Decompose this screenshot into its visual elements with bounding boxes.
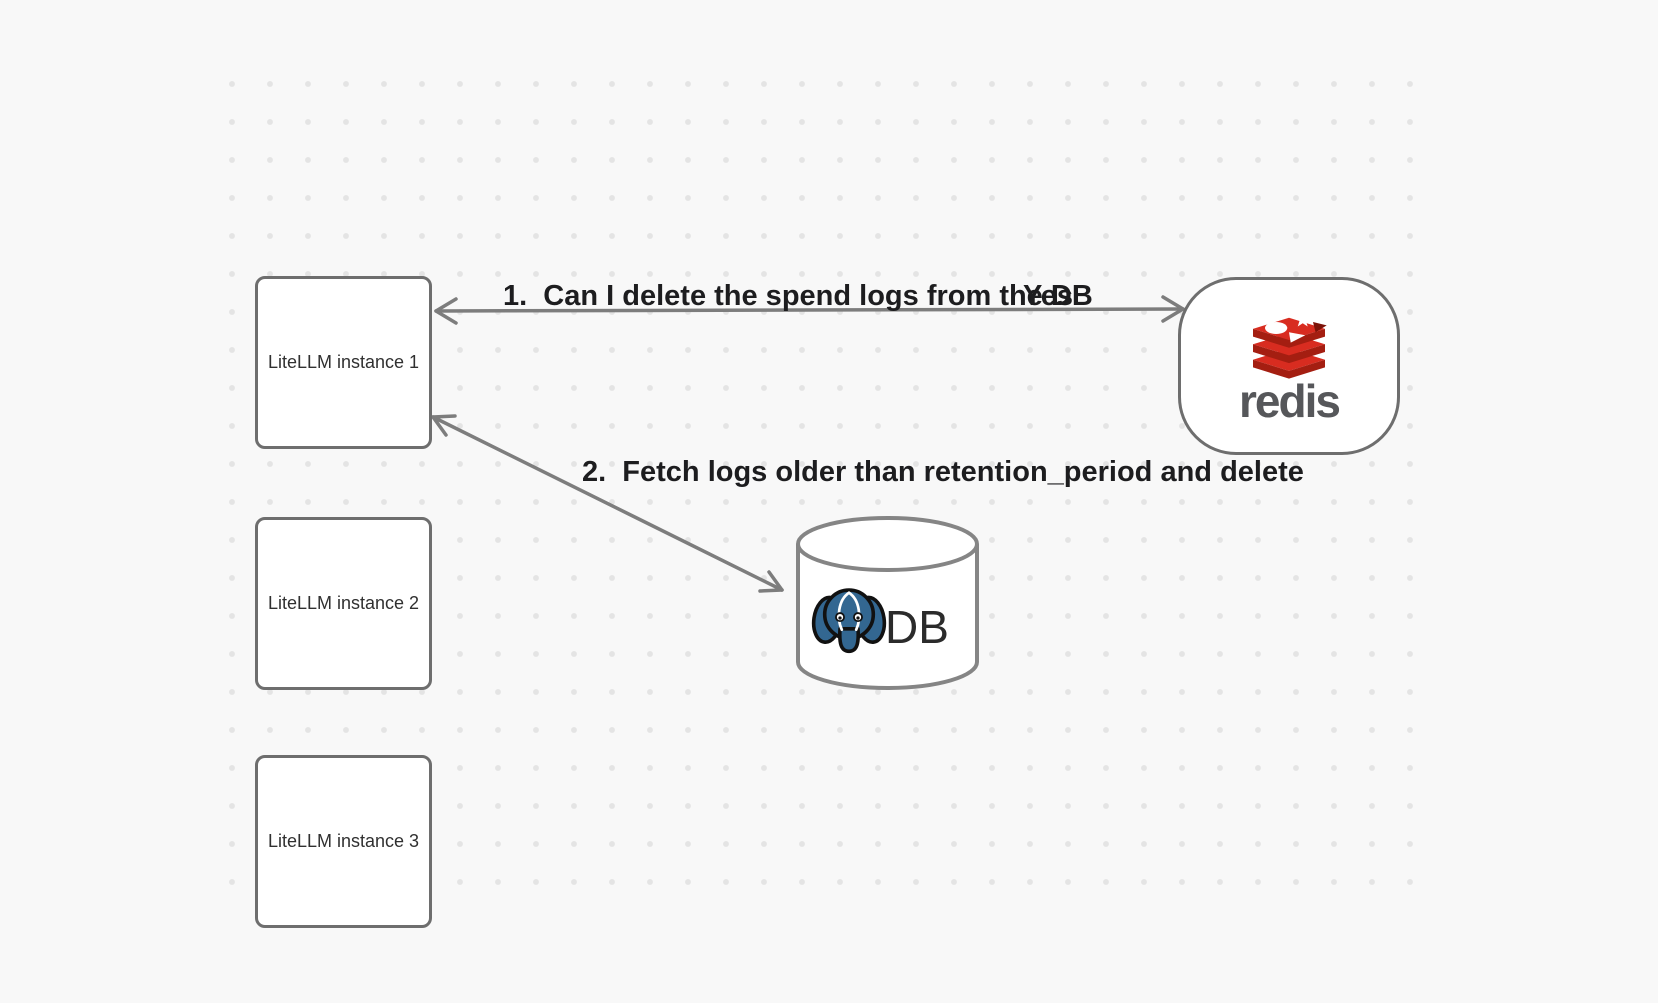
- node-label: LiteLLM instance 1: [267, 352, 420, 372]
- node-litellm-instance-2[interactable]: LiteLLM instance 2: [255, 517, 432, 690]
- node-label: LiteLLM instance 2: [267, 593, 420, 613]
- arrow1-label[interactable]: 1. Can I delete the spend logs from the …: [503, 280, 1093, 312]
- node-db-cylinder[interactable]: DB: [788, 508, 992, 704]
- db-label: DB: [885, 601, 949, 653]
- arrow2-label[interactable]: 2. Fetch logs older than retention_perio…: [582, 456, 1304, 488]
- node-label: LiteLLM instance 3: [267, 831, 420, 851]
- redis-wordmark: redis: [1239, 375, 1341, 427]
- node-litellm-instance-3[interactable]: LiteLLM instance 3: [255, 755, 432, 928]
- redis-logo-icon: [1253, 311, 1327, 379]
- node-redis[interactable]: redis: [1178, 277, 1400, 455]
- node-litellm-instance-1[interactable]: LiteLLM instance 1: [255, 276, 432, 449]
- postgresql-elephant-icon: [811, 588, 887, 654]
- arrow1-response-label[interactable]: Yes: [1023, 280, 1073, 312]
